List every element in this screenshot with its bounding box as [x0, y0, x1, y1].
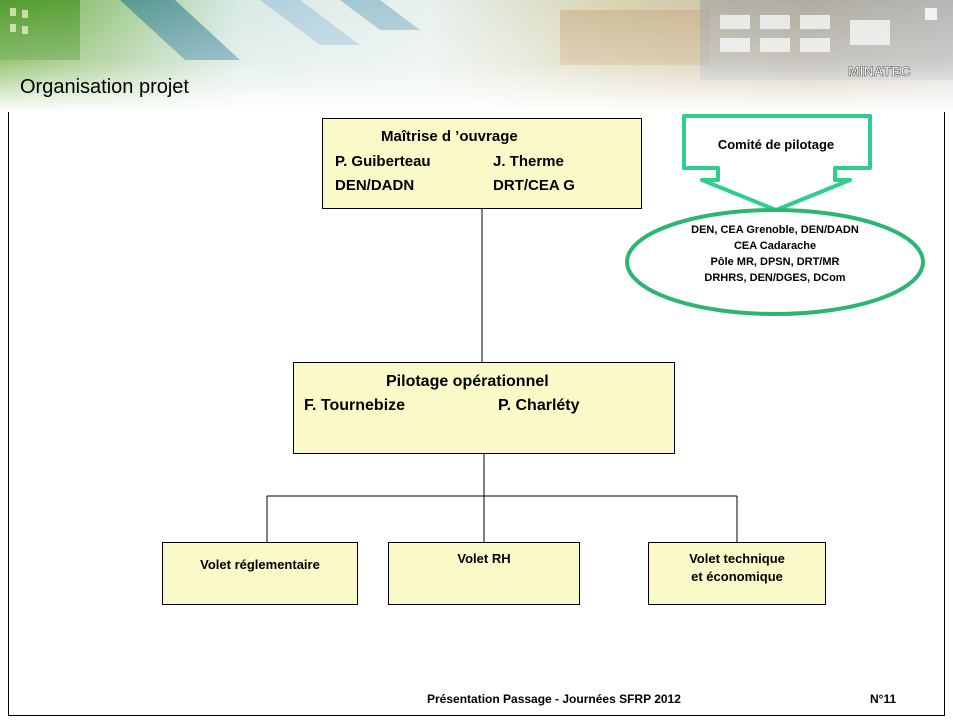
pilotage-operationnel-box: Pilotage opérationnel F. Tournebize P. C… — [293, 362, 675, 454]
comite-members-ellipse — [625, 208, 925, 316]
comite-member-line: DEN, CEA Grenoble, DEN/DADN — [691, 224, 859, 236]
comite-member-line: Pôle MR, DPSN, DRT/MR — [710, 256, 840, 268]
maitrise-unit-2: DRT/CEA G — [493, 177, 575, 194]
volet-reglementaire-box: Volet réglementaire — [162, 542, 358, 605]
volet-reglementaire-label: Volet réglementaire — [200, 557, 320, 572]
comite-label: Comité de pilotage — [717, 137, 835, 152]
maitrise-person-2: J. Therme — [493, 153, 564, 170]
maitrise-person-1: P. Guiberteau — [335, 153, 431, 170]
slide-frame — [8, 112, 945, 716]
pilotage-person-2: P. Charléty — [498, 397, 580, 414]
minatec-logo: MINATEC — [848, 63, 911, 79]
pilotage-heading: Pilotage opérationnel — [386, 373, 549, 390]
volet-technique-box: Volet technique et économique — [648, 542, 826, 605]
volet-rh-box: Volet RH — [388, 542, 580, 605]
footer-presentation-title: Présentation Passage - Journées SFRP 201… — [427, 692, 681, 706]
volet-technique-label-line1: Volet technique — [689, 551, 785, 566]
header-banner-image: MINATEC — [0, 0, 953, 112]
slide-number: N°11 — [870, 692, 897, 706]
page-title: Organisation projet — [20, 76, 189, 98]
comite-member-line: CEA Cadarache — [733, 240, 817, 252]
comite-callout-shape — [682, 114, 872, 212]
comite-members: DEN, CEA Grenoble, DEN/DADN CEA Cadarach… — [620, 222, 930, 286]
maitrise-heading: Maîtrise d ’ouvrage — [381, 128, 518, 145]
maitrise-ouvrage-box: Maîtrise d ’ouvrage P. Guiberteau J. The… — [322, 118, 642, 209]
pilotage-person-1: F. Tournebize — [304, 397, 406, 414]
comite-member-line: DRHRS, DEN/DGES, DCom — [704, 272, 846, 284]
volet-technique-label-line2: et économique — [691, 569, 783, 584]
volet-rh-label: Volet RH — [457, 551, 511, 566]
maitrise-unit-1: DEN/DADN — [335, 177, 415, 194]
